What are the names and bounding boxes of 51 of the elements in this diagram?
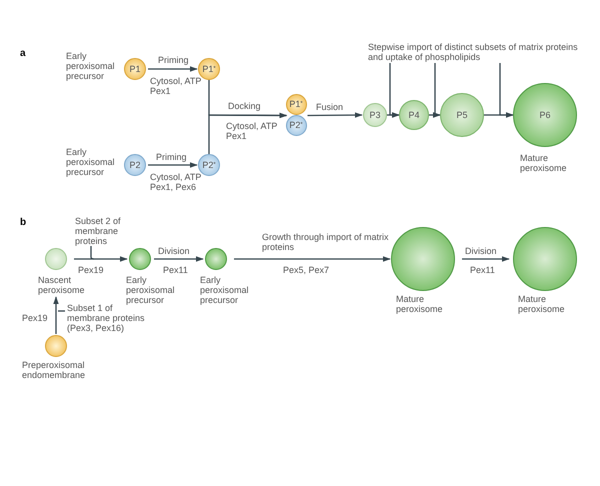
arrow — [148, 66, 198, 72]
edge-label: Growth through import of matrix proteins — [262, 232, 390, 252]
node-caption: Mature peroxisome — [396, 294, 444, 314]
panel-letter: a — [20, 49, 27, 59]
edge-label: Fusion — [316, 102, 344, 112]
vesicle-circle: P3 — [363, 103, 387, 127]
node-caption: Early peroxisomal precursor — [200, 275, 250, 305]
vesicle-circle — [205, 248, 227, 270]
node-caption: Early peroxisomal precursor — [66, 51, 116, 81]
vesicle-circle: P2 — [124, 154, 146, 176]
arrow — [308, 112, 363, 118]
arrow — [154, 256, 204, 262]
condition-text: Pex11 — [470, 265, 496, 275]
panel-letter: b — [20, 218, 28, 228]
node-caption: Early peroxisomal precursor — [126, 275, 176, 305]
arrow — [462, 256, 510, 262]
edge-label: Priming — [156, 152, 188, 162]
edge-label: Subset 1 of membrane proteins (Pex3, Pex16) — [67, 303, 145, 333]
vesicle-circle: P4 — [399, 100, 429, 130]
node-caption: Mature peroxisome — [520, 153, 568, 173]
arrow — [432, 63, 441, 118]
edge-label: Docking — [228, 101, 262, 111]
arrow — [53, 296, 59, 334]
edge-label: Division — [158, 246, 191, 256]
condition-text: Pex11 — [163, 265, 189, 275]
arrow — [499, 63, 514, 118]
node-caption: Mature peroxisome — [518, 294, 566, 314]
arrow — [208, 112, 288, 154]
vesicle-circle — [129, 248, 151, 270]
condition-text: Pex5, Pex7 — [283, 265, 330, 275]
edge-label: Priming — [158, 55, 190, 65]
node-caption: Nascent peroxisome — [38, 275, 86, 295]
vesicle-circle: P1 — [124, 58, 146, 80]
edge-label: Division — [465, 246, 498, 256]
arrow — [389, 63, 400, 118]
vesicle-circle: P2$^{*}$ — [286, 114, 306, 136]
vesicle-circle: P1$^{*}$ — [286, 94, 306, 114]
vesicle-circle: P6 — [513, 83, 577, 147]
vesicle-circle — [45, 248, 67, 270]
condition-text: Cytosol, ATP Pex1 — [226, 121, 278, 141]
condition-text: Pex19 — [78, 265, 105, 275]
arrow — [74, 256, 128, 262]
vesicle-circle: P5 — [440, 93, 484, 137]
condition-text: Pex19 — [22, 313, 49, 323]
vesicle-circle — [45, 335, 67, 357]
arrow — [148, 162, 198, 168]
arrow — [234, 256, 391, 262]
edge-label: Subset 2 of membrane proteins — [75, 216, 122, 246]
node-caption: Early peroxisomal precursor — [66, 147, 116, 177]
annotation-text: Stepwise import of distinct subsets of matrix proteins and uptake of phospholipids — [368, 42, 578, 62]
node-caption: Preperoxisomal endomembrane — [22, 360, 86, 380]
